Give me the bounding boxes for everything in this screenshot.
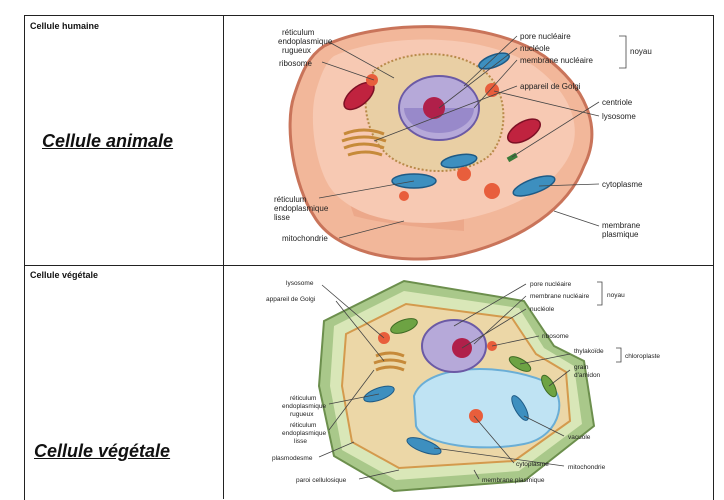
label-plant-rer-2: endoplasmique (282, 403, 326, 410)
label-animal-cytoplasme: cytoplasme (602, 180, 643, 189)
label-plant-ribosome: ribosome (542, 333, 569, 340)
table-top-border (24, 15, 714, 16)
label-plant-plasmodesme: plasmodesme (272, 455, 313, 462)
label-plant-rel-3: lisse (294, 438, 307, 445)
label-plant-paroi: paroi cellulosique (296, 477, 347, 484)
label-animal-centriole: centriole (602, 98, 633, 107)
label-animal-pore: pore nucléaire (520, 32, 571, 41)
animal-lysosomes (366, 74, 500, 201)
label-animal-membrane-plasm-2: plasmique (602, 230, 639, 239)
plant-cell-title: Cellule végétale (34, 441, 171, 461)
label-animal-rel-2: endoplasmique (274, 204, 329, 213)
plant-vacuole (412, 368, 561, 449)
animal-golgi (341, 128, 387, 157)
label-animal-ribosome: ribosome (279, 59, 312, 68)
animal-cell-diagram: réticulum endoplasmique rugueux ribosome… (274, 25, 652, 261)
label-plant-rel-1: réticulum (290, 422, 316, 429)
label-animal-rer-1: réticulum (282, 28, 315, 37)
label-animal-lysosome: lysosome (602, 112, 636, 121)
plant-cell-diagram: lysosome appareil de Golgi pore nucléair… (266, 279, 660, 493)
column-divider (223, 15, 224, 499)
label-plant-rer-3: rugueux (290, 411, 314, 418)
label-animal-membrane-nucl: membrane nucléaire (520, 56, 593, 65)
row-divider (24, 265, 714, 266)
animal-row-header: Cellule humaine (30, 21, 100, 31)
animal-cell-title: Cellule animale (42, 131, 174, 151)
label-plant-amidon-1: grain (574, 364, 589, 371)
label-animal-mitochondrie: mitochondrie (282, 234, 328, 243)
label-animal-golgi: appareil de Golgi (520, 82, 581, 91)
label-animal-rer-2: endoplasmique (278, 37, 333, 46)
animal-nucleolus (423, 97, 445, 119)
label-animal-rel-3: lisse (274, 213, 291, 222)
label-animal-rer-3: rugueux (282, 46, 311, 55)
label-plant-rel-2: endoplasmique (282, 430, 326, 437)
label-plant-membrane-nucl: membrane nucléaire (530, 293, 590, 300)
plant-row-header: Cellule végétale (30, 270, 99, 280)
plant-golgi (373, 351, 407, 372)
label-animal-membrane-plasm-1: membrane (602, 221, 641, 230)
label-plant-amidon-2: d'amidon (574, 372, 601, 379)
label-plant-rer-1: réticulum (290, 395, 316, 402)
label-plant-cytoplasme: cytoplasme (516, 461, 549, 468)
label-plant-nucleole: nucléole (530, 306, 555, 313)
label-plant-thylakoide: thylakoïde (574, 348, 604, 355)
label-animal-nucleole: nucléole (520, 44, 550, 53)
label-plant-chloroplaste: chloroplaste (625, 353, 660, 360)
label-plant-pore: pore nucléaire (530, 281, 572, 288)
label-animal-rel-1: réticulum (274, 195, 307, 204)
label-plant-lysosome: lysosome (286, 280, 314, 287)
label-plant-vacuole: vacuole (568, 434, 591, 441)
label-animal-noyau: noyau (630, 47, 652, 56)
label-plant-golgi: appareil de Golgi (266, 296, 315, 303)
label-plant-noyau: noyau (607, 292, 625, 299)
label-plant-mitochondrie: mitochondrie (568, 464, 606, 471)
label-plant-membrane-plasm: membrane plasmique (482, 477, 545, 484)
